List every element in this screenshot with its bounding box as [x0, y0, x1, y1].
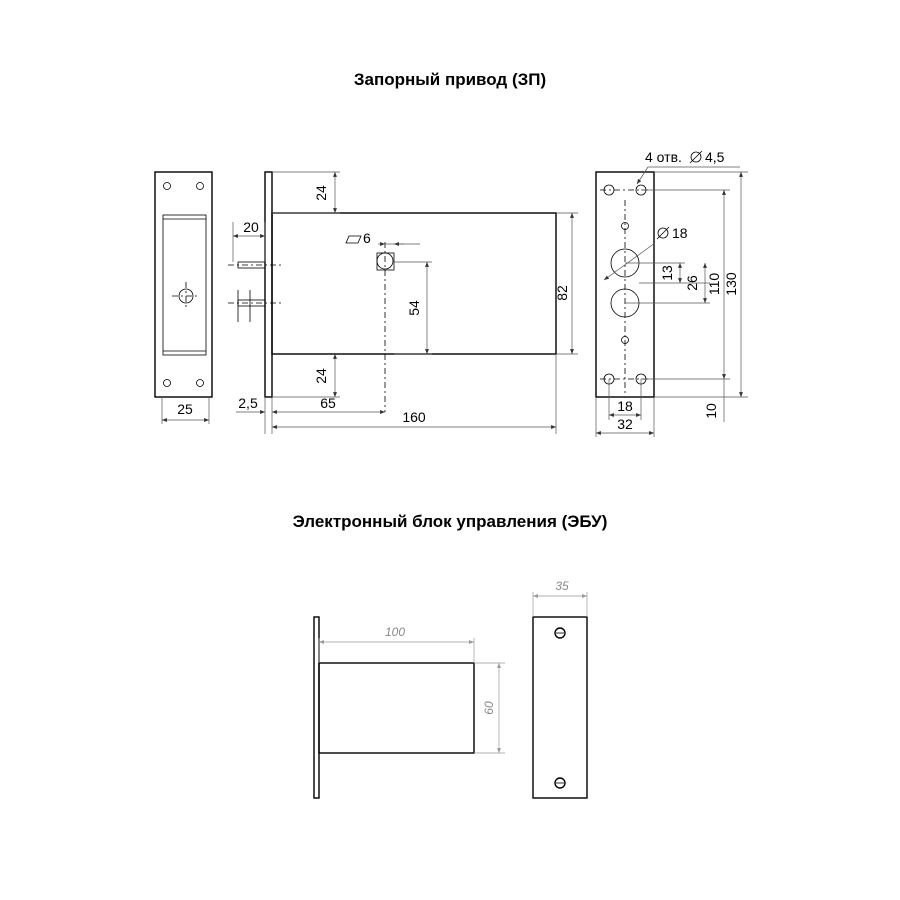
dim-24-top: 24	[313, 185, 329, 201]
dim-130: 130	[723, 272, 739, 296]
mount-hole	[163, 182, 171, 190]
ebu-mount-plate	[313, 616, 320, 799]
dim-54: 54	[406, 300, 422, 316]
diameter-symbol-icon	[690, 151, 702, 163]
mount-hole	[163, 379, 171, 387]
dim-d18: 18	[672, 225, 688, 241]
dim-24-bottom: 24	[313, 368, 329, 384]
bolt-hole	[178, 288, 194, 304]
dim-2-5: 2,5	[238, 395, 258, 411]
dim-82: 82	[554, 285, 570, 301]
dim-35: 35	[555, 579, 569, 593]
faceplate-outline	[154, 171, 213, 398]
zp-side-view: 20 6 24 24 54 82 2,5 65 160	[228, 171, 578, 434]
dim-160: 160	[402, 409, 426, 425]
ebu-front-plate	[532, 616, 588, 799]
dim-100: 100	[385, 625, 405, 639]
dim-13: 13	[659, 265, 675, 281]
dim-32: 32	[617, 416, 633, 432]
lock-body	[271, 212, 557, 355]
dim-26: 26	[684, 275, 700, 291]
dim-65: 65	[320, 395, 336, 411]
mount-hole	[196, 182, 204, 190]
dim-25: 25	[177, 401, 193, 417]
title-elektronnyi-blok: Электронный блок управления (ЭБУ)	[292, 512, 608, 531]
dim-holes-count: 4 отв.	[645, 149, 682, 165]
dim-10: 10	[703, 403, 719, 419]
title-zapornyi-privod: Запорный привод (ЗП)	[353, 70, 547, 89]
square-symbol-icon	[345, 235, 362, 244]
zp-front-view: 4 отв. 4,5 18 13 26 110 130 10 18	[595, 149, 748, 437]
ebu-mount-hole	[554, 777, 566, 789]
dim-20: 20	[243, 219, 259, 235]
front-plate-outline	[595, 171, 655, 398]
ebu-front-view: 35	[532, 579, 588, 799]
faceplate-opening	[162, 214, 207, 356]
zp-faceplate-view: 25	[154, 171, 213, 424]
dim-60: 60	[482, 701, 496, 715]
ebu-body	[318, 662, 475, 754]
mount-hole	[196, 379, 204, 387]
ebu-side-view: 100 60	[313, 616, 505, 799]
diameter-symbol-icon	[657, 227, 669, 239]
ebu-mount-hole	[554, 627, 566, 639]
dim-sq6: 6	[363, 230, 371, 246]
dim-18: 18	[617, 398, 633, 414]
dim-110: 110	[706, 273, 722, 296]
front-plate	[264, 171, 273, 398]
dim-d4-5: 4,5	[705, 149, 725, 165]
